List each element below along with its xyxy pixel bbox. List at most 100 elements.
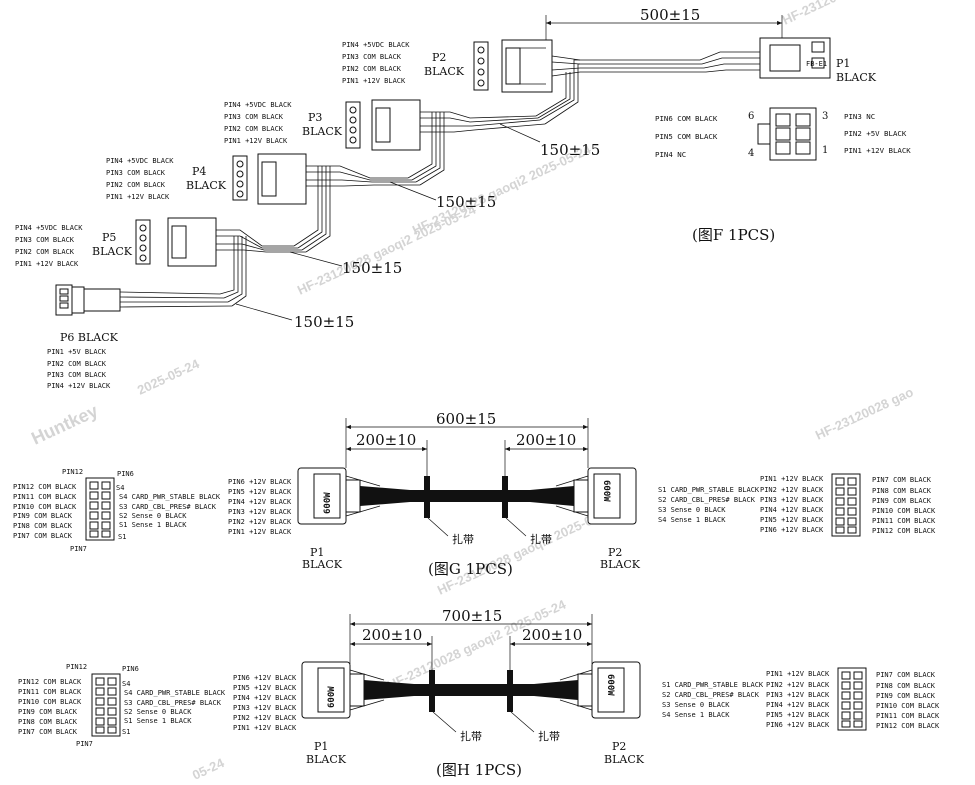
pin [835,526,845,534]
trunk-wire [580,51,760,61]
dim-500: 500±15 [640,6,700,24]
leader-line [510,711,535,733]
pin [775,141,791,155]
p3-connector: PIN4 +5VDC BLACK PIN3 COM BLACK PIN2 COM… [224,99,421,151]
wire-label: PIN6 +12V BLACK [233,674,297,682]
right-pin: PIN2 +12V BLACK [760,486,824,494]
pin [236,180,244,188]
p4-pin2: PIN2 COM BLACK [106,181,166,189]
pin [107,697,117,706]
p6-collar [71,286,85,314]
pin [89,530,99,538]
p5-face [135,219,151,265]
p1-color: BLACK [306,753,347,766]
dim-150-2: 150±15 [436,193,496,211]
wire [555,505,589,517]
p2-label: P2 [432,51,446,64]
p1-color: BLACK [836,71,877,84]
pin [107,677,117,686]
p2-latch [505,47,521,85]
trunk-wire [544,63,580,125]
wire-label: PIN1 +12V BLACK [233,724,297,732]
tie-label-1: 扎带 [452,532,474,546]
p3-face [345,101,361,149]
trunk-wire [580,57,760,65]
wire [216,243,302,251]
trunk-wire [415,112,441,183]
cable-bundle [364,680,578,700]
wire [306,184,420,187]
trunk-wire [535,72,567,117]
watermark: HF-23120028 gao [813,384,916,443]
left-com: PIN10 COM BLACK [13,503,77,511]
right-sense: S2 CARD_CBL_PRES# BLACK [662,691,760,699]
wire [559,699,593,711]
dim-150-3: 150±15 [342,259,402,277]
pin [841,711,851,720]
pin [139,244,147,252]
pin [95,717,105,726]
right-sense: S3 Sense 0 BLACK [662,701,730,709]
p4-latch [261,161,277,197]
left-com: PIN8 COM BLACK [18,718,78,726]
pin [853,671,863,680]
p1-body [769,44,801,72]
p6-pin3: PIN3 COM BLACK [47,371,107,379]
pin [95,697,105,706]
p1-label: P1 [836,57,850,70]
watermark: Huntkey [28,400,101,448]
wire [119,305,233,308]
right-com: PIN10 COM BLACK [876,702,940,710]
left-com: PIN11 COM BLACK [13,493,77,501]
right-com: PIN8 COM BLACK [876,682,936,690]
wire [420,119,541,127]
right-pin: PIN6 +12V BLACK [760,526,824,534]
wire-label: PIN4 +12V BLACK [228,498,292,506]
pin [477,68,485,76]
trunk-wire [219,236,235,295]
pin [349,136,357,144]
pin [795,141,811,155]
wire [349,669,385,681]
right-com: PIN7 COM BLACK [872,476,932,484]
leader-line [389,181,437,201]
pin-mark: S4 [122,680,130,688]
p2-pin4: PIN4 +5VDC BLACK [342,41,410,49]
right-pin: PIN2 +12V BLACK [766,681,830,689]
trunk-wire [301,166,327,251]
p1-pin1: PIN1 +12V BLACK [844,146,911,155]
wire-label: PIN2 +12V BLACK [233,714,297,722]
pin [139,224,147,232]
leader-line [289,251,343,267]
pin [89,481,99,490]
trunk-wire [537,72,571,119]
p2-rating: 600W [601,480,611,502]
pin [349,116,357,124]
pin [236,190,244,198]
left-sense: S2 Sense 0 BLACK [124,708,192,716]
figure-f: 500±15 FB-E1 P1 BLACK PIN4 +5VDC [15,6,911,390]
pin [95,707,105,716]
cable-tie [507,670,513,712]
left-sense: S1 Sense 1 BLACK [124,717,192,725]
pin [835,517,845,526]
pin-number: 3 [822,111,828,122]
pin [841,671,851,680]
leader-line [235,303,293,321]
p3-color: BLACK [302,125,343,138]
right-sense: S4 Sense 1 BLACK [662,711,730,719]
right-com: PIN9 COM BLACK [872,497,932,505]
pin [853,711,863,720]
p1-cable-clip [345,479,361,513]
wire [349,699,385,711]
p1-label: P1 [310,546,324,559]
trunk-wire [297,166,323,249]
p5-pin2: PIN2 COM BLACK [15,248,75,256]
left-sense: S1 Sense 1 BLACK [119,521,187,529]
right-pin: PIN4 +12V BLACK [760,506,824,514]
pin [775,113,791,127]
right-pin: PIN5 +12V BLACK [760,516,824,524]
p2-face [473,41,489,91]
caption-h: (图H 1PCS) [436,761,522,779]
wire [306,171,412,181]
